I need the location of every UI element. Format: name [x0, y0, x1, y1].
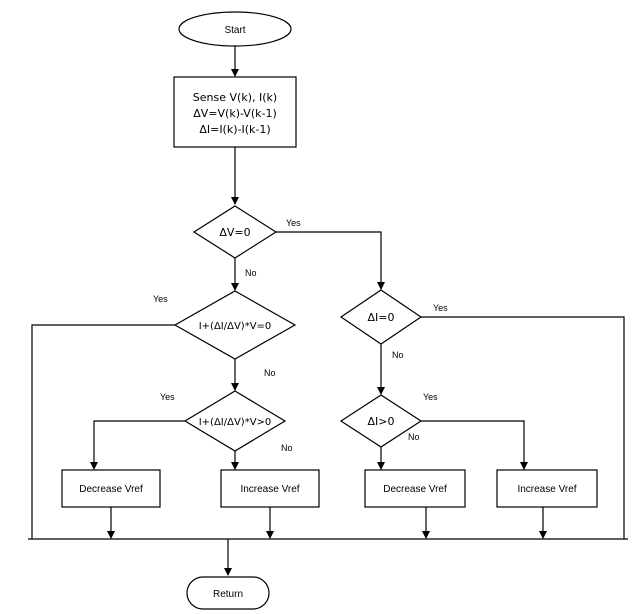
eq-yes-label: Yes: [153, 294, 168, 304]
decision-conductance-equal: I+(ΔI/ΔV)*V=0: [173, 290, 297, 360]
process-line-3: ΔI=I(k)-I(k-1): [199, 123, 270, 136]
decision-dv-zero-label: ΔV=0: [219, 226, 250, 239]
connector-di-gt-yes: [421, 420, 528, 470]
gt-no-label: No: [281, 443, 293, 453]
decision-conductance-equal-label: I+(ΔI/ΔV)*V=0: [199, 321, 272, 332]
decrease-vref-right-label: Decrease Vref: [383, 484, 447, 495]
decision-di-greater-label: ΔI>0: [368, 415, 395, 428]
dv-yes-label: Yes: [286, 218, 301, 228]
process-line-2: ΔV=V(k)-V(k-1): [193, 107, 277, 120]
di-zero-yes-label: Yes: [433, 303, 448, 313]
di-zero-no-label: No: [392, 350, 404, 360]
connector-eq-yes: [31, 324, 175, 539]
decision-di-zero: ΔI=0: [339, 289, 423, 345]
start-label: Start: [224, 25, 245, 36]
gt-yes-label: Yes: [160, 392, 175, 402]
decision-dv-zero: ΔV=0: [192, 205, 278, 259]
decrease-vref-left-label: Decrease Vref: [79, 484, 143, 495]
sense-process-box: Sense V(k), I(k) ΔV=V(k)-V(k-1) ΔI=I(k)-…: [173, 76, 297, 148]
di-gt-yes-label: Yes: [423, 392, 438, 402]
decision-conductance-greater-label: I+(ΔI/ΔV)*V>0: [199, 417, 272, 428]
di-gt-no-label: No: [408, 432, 420, 442]
increase-vref-left-label: Increase Vref: [240, 484, 299, 495]
return-terminal: Return: [186, 576, 270, 610]
start-terminal: Start: [178, 11, 292, 47]
decrease-vref-left-box: Decrease Vref: [61, 469, 161, 508]
increase-vref-right-label: Increase Vref: [517, 484, 576, 495]
increase-vref-right-box: Increase Vref: [496, 469, 598, 508]
decision-di-zero-label: ΔI=0: [368, 311, 395, 324]
process-line-1: Sense V(k), I(k): [193, 91, 277, 104]
decrease-vref-right-box: Decrease Vref: [364, 469, 466, 508]
eq-no-label: No: [264, 368, 276, 378]
dv-no-label: No: [245, 268, 257, 278]
connector-di-zero-yes: [421, 316, 625, 539]
connector-dv-yes: [276, 231, 385, 290]
connector-gt-yes: [90, 420, 185, 470]
decision-conductance-greater: I+(ΔI/ΔV)*V>0: [183, 390, 287, 452]
return-label: Return: [213, 589, 243, 600]
increase-vref-left-box: Increase Vref: [220, 469, 320, 508]
